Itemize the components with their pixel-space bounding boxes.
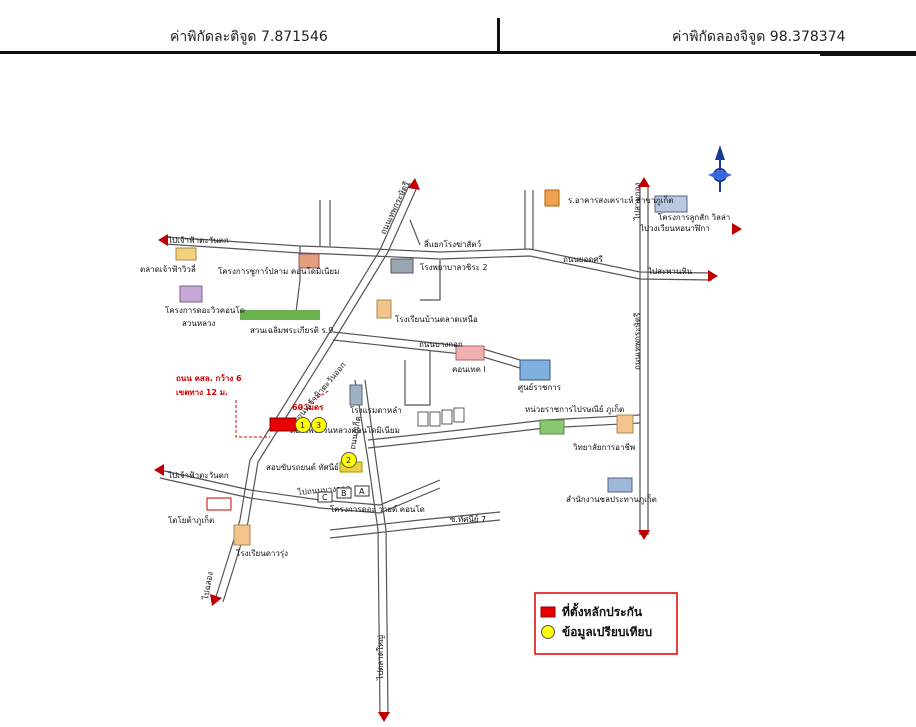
legend-comparison-label: ข้อมูลเปรียบเทียบ — [562, 625, 652, 640]
label-red-note-2: เขตทาง 12 ม. — [176, 388, 228, 397]
plot-A-label: A — [359, 487, 365, 496]
housing-project-icon — [654, 195, 688, 213]
legend-box — [534, 592, 678, 655]
arrow-east-top — [732, 223, 742, 235]
plot-B-box — [336, 487, 352, 499]
label-hotel: โรงแรมดาหลำ — [350, 405, 402, 415]
label-irrigation: สำนักงานชลประทานภูเก็ต — [566, 494, 657, 505]
arrow-north — [408, 178, 420, 190]
label-school-north: โรงเรียนบ้านตลาดเหนือ — [395, 314, 478, 324]
label-north-road: ถนนเทพกระษัตรี — [379, 180, 412, 236]
arrow-north-east — [638, 177, 650, 187]
arrow-south-west — [210, 594, 222, 606]
toyota-logo-icon — [206, 497, 232, 511]
label-rental-cars: สอบขับรถยนต์ ทัศนีย์ — [266, 462, 339, 472]
subject-boundary — [235, 389, 331, 438]
arrow-south-east — [638, 530, 650, 540]
plot-A-box — [354, 485, 370, 497]
label-market: ตลาดเจ้าฟ้าวิวลี่ — [140, 263, 196, 274]
label-hospital: โรงพยาบาลวชิระ 2 — [420, 262, 488, 272]
label-college: วิทยาลัยการอาชีพ — [572, 443, 635, 452]
plot-C-box — [317, 491, 333, 503]
school-south-icon — [233, 524, 251, 546]
comparison-marker-2-label: 2 — [346, 456, 351, 465]
gov-housing-icon — [544, 189, 560, 207]
label-samsen-park: สวนเฉลิมพระเกียรติ ร.9 — [250, 326, 333, 335]
comparison-marker-1-label: 1 — [300, 421, 305, 430]
vocational-icon — [539, 419, 565, 435]
comparison-marker-3 — [311, 417, 327, 433]
label-north-lane: ถนนบางกอก — [419, 340, 463, 349]
condo-icon — [455, 345, 485, 361]
map-legend: ที่ตั้งหลักประกัน ข้อมูลเปรียบเทียบ — [534, 592, 678, 655]
place-labels: ร.อาคารสงเคราะห์ สาขาภูเก็ต สี่แยกโรงฆ่า… — [140, 180, 730, 681]
label-condo-l: คอนเทค l — [452, 365, 486, 374]
legend-comparison-swatch — [541, 625, 555, 639]
label-west-top-road: ไปเจ้าฟ้าตะวันตก — [167, 236, 229, 245]
label-twin-road: ถนนยอดศรี — [563, 255, 604, 264]
label-housing-project: โครงการลูกสัก วิลล่า — [658, 212, 730, 223]
road-end-arrows — [154, 177, 742, 722]
legend-subject-label: ที่ตั้งหลักประกัน — [562, 602, 643, 619]
plot-C-label: C — [322, 493, 328, 502]
label-data-center: ศูนย์ราชการ — [518, 382, 562, 393]
label-red-note-1: ถนน คสล. กว้าง 6 — [176, 373, 242, 383]
arrow-south — [378, 712, 390, 722]
comparison-marker-1 — [295, 417, 311, 433]
arrow-west-bottom — [154, 464, 164, 476]
label-subject: ดอะไพร์สวนหลวงคอนโดมิเนียม — [290, 425, 400, 435]
label-marker-project: โครงการดอะ วายต์ คอนโด — [330, 504, 425, 514]
school-icon — [376, 299, 392, 319]
government-center-icon — [519, 359, 551, 381]
subject-marker — [269, 417, 297, 432]
label-condo-project: โครงการชูการ์ปลาม คอนโดมิเนียม — [218, 266, 339, 277]
latitude-label: ค่าพิกัดละติจูด 7.871546 — [170, 29, 328, 45]
label-distance: 60 เมตร — [292, 403, 324, 412]
comparison-marker-3-label: 3 — [316, 421, 321, 430]
label-east-vertical: ถนนเทพกระษัตรี — [633, 312, 642, 370]
hotel-icon — [349, 384, 363, 406]
parking-block-icon — [417, 407, 465, 427]
label-east-arrow-2: ไปสะพานหิน — [647, 267, 693, 276]
label-toyota: โตโยต้าภูเก็ต — [168, 515, 214, 526]
label-east-arrow-1: ไปวงเวียนหอนาฬิกา — [639, 224, 710, 233]
label-ratsada-tunnel: สี่แยกโรงฆ่าสัตว์ — [424, 238, 481, 249]
longitude-label: ค่าพิกัดลองจิจูด 98.378374 — [672, 29, 846, 45]
condo-building-icon — [298, 253, 320, 269]
market-icon — [175, 247, 197, 261]
label-postal: หน่วยราชการไปรษณีย์ ภูเก็ต — [525, 404, 624, 415]
label-road-7: ซ.ทัศนีย์ 7 — [450, 514, 486, 524]
label-sunnah-park: สวนหลวง — [182, 319, 216, 328]
label-north-east-road: ไปสามกอง — [633, 183, 642, 221]
arrow-west-top — [158, 234, 168, 246]
arrow-east-mid — [708, 270, 718, 282]
college-icon — [616, 414, 634, 434]
coordinate-header: ค่าพิกัดละติจูด 7.871546 ค่าพิกัดลองจิจู… — [0, 18, 916, 56]
header-rule-accent — [820, 54, 916, 56]
header-rule — [0, 51, 916, 54]
park-icon — [240, 310, 320, 320]
irrigation-office-icon — [607, 477, 633, 493]
compass-icon — [708, 145, 732, 192]
comparison-marker-2 — [341, 452, 357, 468]
label-gov-housing: ร.อาคารสงเคราะห์ สาขาภูเก็ต — [568, 195, 673, 206]
label-park-project: โครงการดอะวิวคอนโด — [165, 305, 245, 315]
label-school-south: โรงเรียนดาวรุ่ง — [236, 548, 288, 558]
legend-subject-swatch — [540, 606, 556, 618]
plot-B-label: B — [341, 489, 347, 498]
header-divider — [497, 18, 500, 52]
label-south-road: ไปตลาดใหญ่ — [376, 635, 385, 681]
subject-and-comparison-markers: 1 3 2 C B A — [269, 417, 370, 503]
label-west-bottom-road: ไปเจ้าฟ้าตะวันตก — [167, 471, 229, 480]
park-project-icon — [179, 285, 203, 303]
hospital-icon — [390, 258, 414, 274]
